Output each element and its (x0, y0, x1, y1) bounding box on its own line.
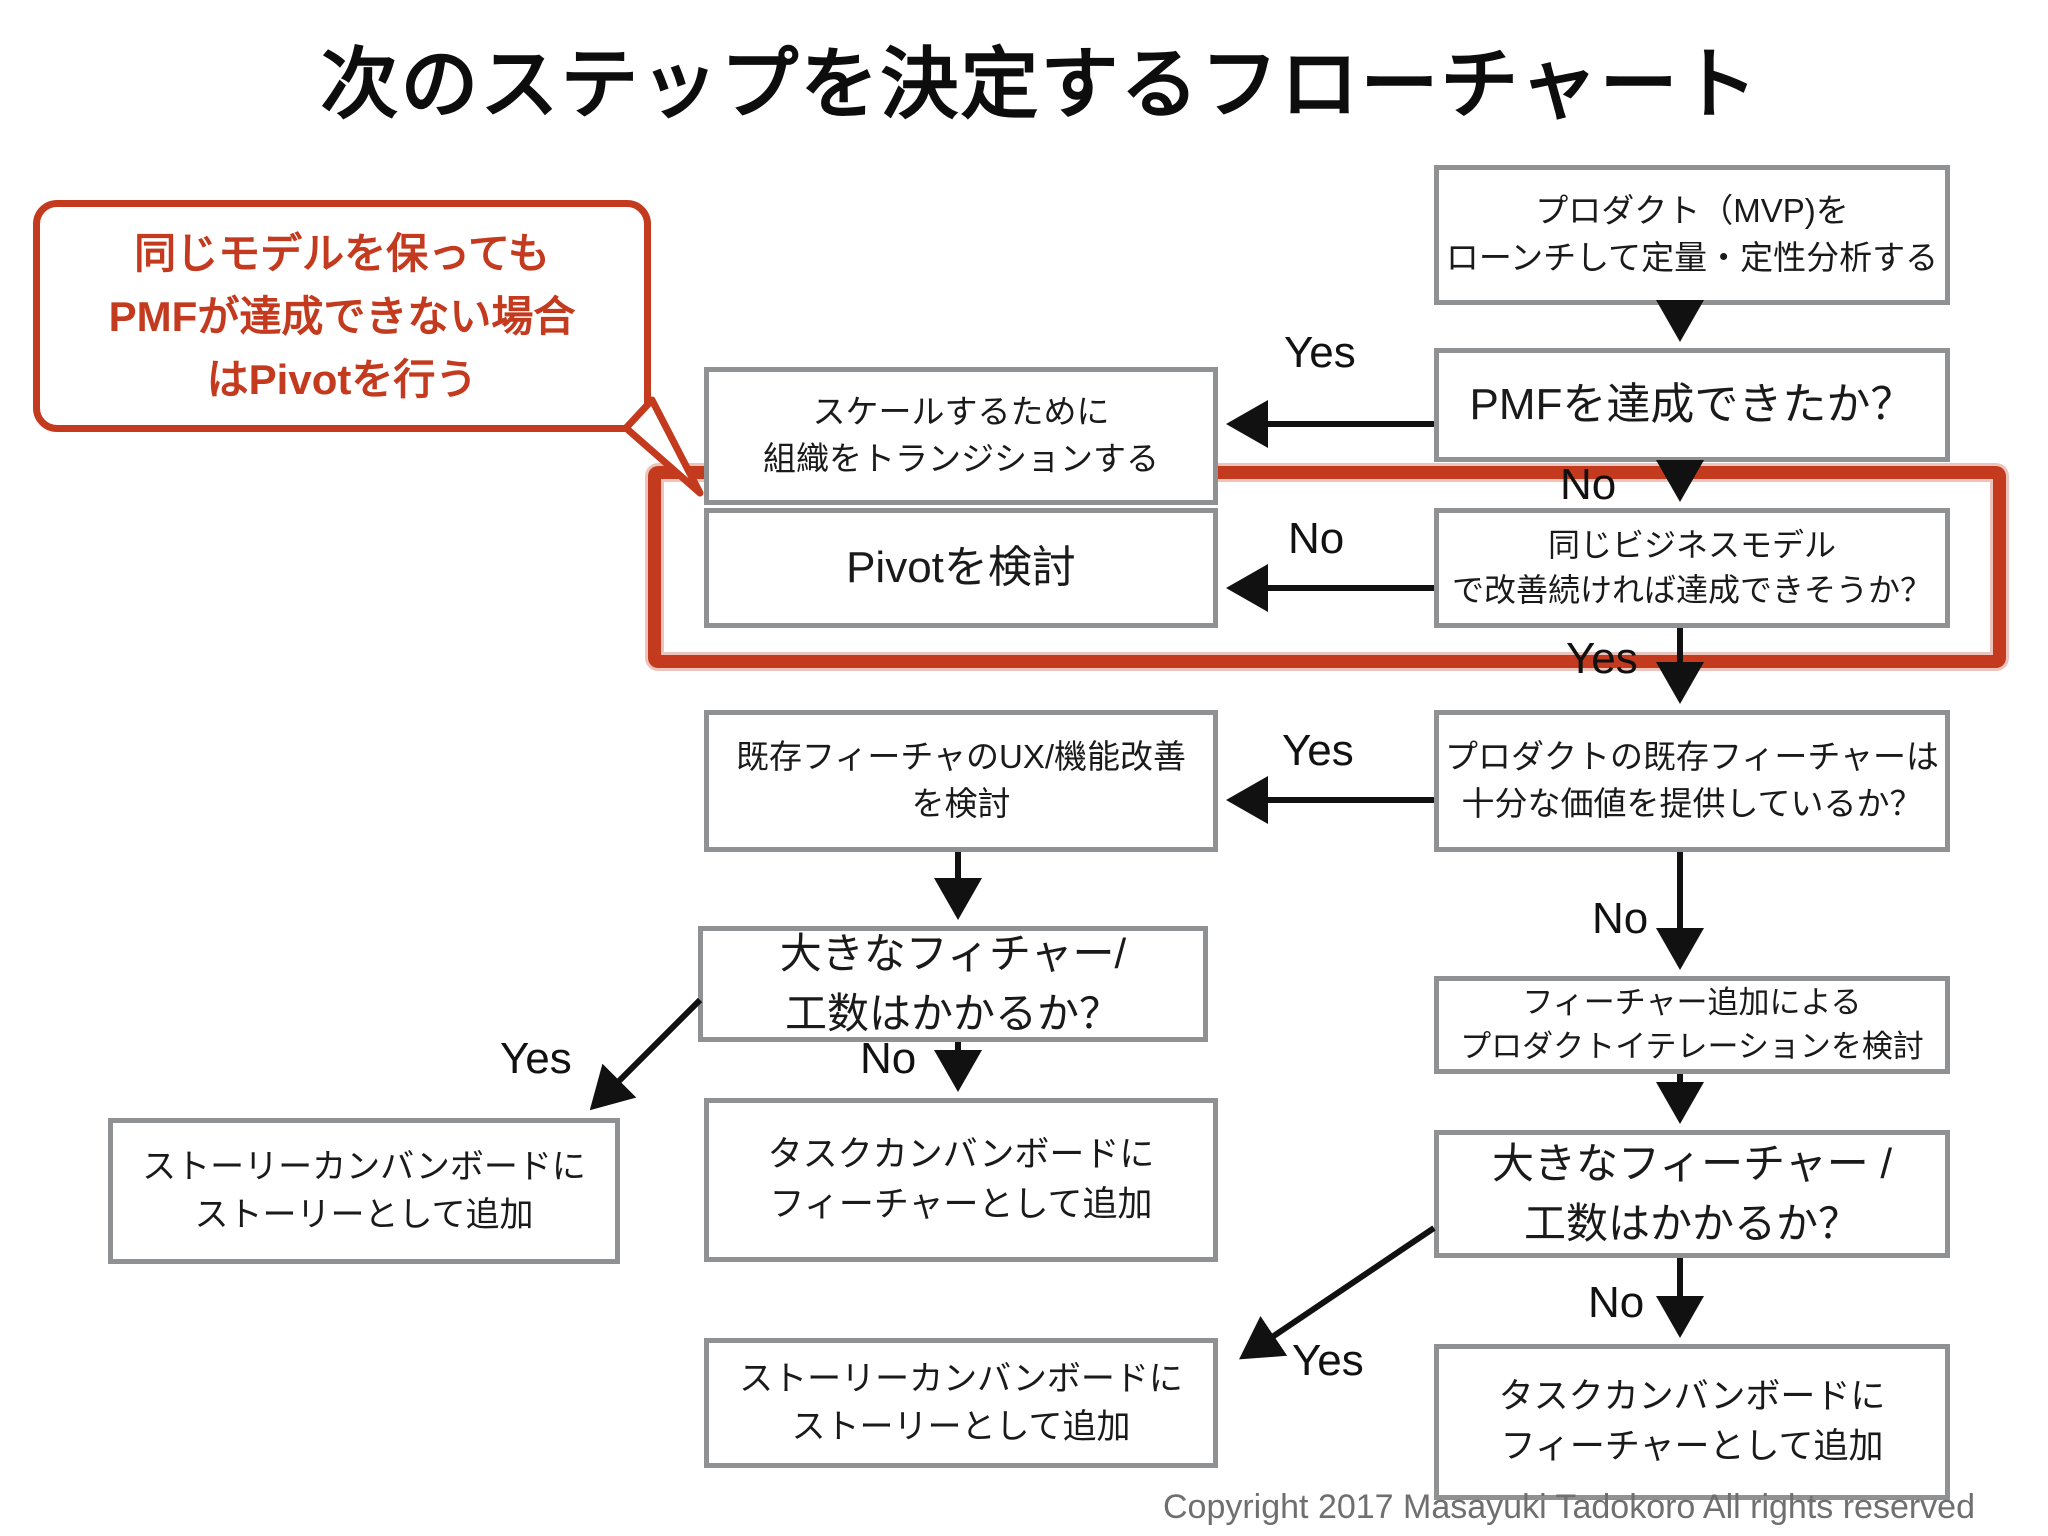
node-task-kanban-mid: タスクカンバンボードに フィーチャーとして追加 (704, 1098, 1218, 1262)
node-ux-improvement: 既存フィーチャのUX/機能改善 を検討 (704, 710, 1218, 852)
node-same-business-model-question: 同じビジネスモデル で改善続ければ達成できそうか？ (1434, 508, 1950, 628)
node-task-kanban-right: タスクカンバンボードに フィーチャーとして追加 (1434, 1344, 1950, 1500)
node-text: 既存フィーチャのUX/機能改善 (735, 738, 1187, 776)
node-text: ストーリーカンバンボードに (739, 1359, 1183, 1398)
node-text: 十分な価値を提供しているか？ (1461, 785, 1923, 822)
callout-line: 同じモデルを保っても (134, 229, 550, 277)
page-title: 次のステップを決定するフローチャート (320, 40, 1760, 128)
label-no-below-pmf: No (1560, 460, 1617, 509)
label-no-below-value: No (1592, 894, 1649, 943)
callout-line: PMFが達成できない場合 (108, 292, 576, 340)
node-text: 工数はかかるか？ (784, 990, 1121, 1037)
label-no-below-big-mid: No (860, 1034, 917, 1083)
node-story-kanban-left: ストーリーカンバンボードに ストーリーとして追加 (108, 1118, 620, 1264)
node-text: PMFを達成できたか？ (1469, 379, 1915, 429)
node-feature-iteration: フィーチャー追加による プロダクトイテレーションを検討 (1434, 976, 1950, 1074)
node-text: プロダクトイテレーションを検討 (1460, 1029, 1924, 1064)
node-consider-pivot: Pivotを検討 (704, 508, 1218, 628)
node-big-feature-question-right: 大きなフィーチャー / 工数はかかるか？ (1434, 1130, 1950, 1258)
arrow-bigmid-to-storyleft (589, 997, 703, 1111)
node-text: 大きなフィーチャー / (1491, 1140, 1893, 1188)
node-text: ストーリーカンバンボードに (142, 1147, 586, 1186)
callout-line: はPivotを行う (206, 355, 478, 403)
label-yes-to-ux: Yes (1282, 726, 1354, 775)
label-yes-to-story-left: Yes (500, 1034, 572, 1083)
label-no-to-pivot: No (1288, 514, 1345, 563)
node-text: で改善続ければ達成できそうか？ (1451, 572, 1932, 608)
node-text: を検討 (911, 785, 1011, 822)
node-text: 組織をトランジションする (763, 440, 1159, 477)
label-yes-to-story-bottom: Yes (1292, 1336, 1364, 1385)
node-text: Pivotを検討 (846, 542, 1076, 592)
node-text: 同じビジネスモデル (1547, 526, 1836, 563)
node-launch-mvp: プロダクト（MVP)を ローンチして定量・定性分析する (1434, 165, 1950, 305)
label-no-below-big-right: No (1588, 1278, 1645, 1327)
node-text: フィーチャーとして追加 (769, 1185, 1153, 1224)
node-text: フィーチャーとして追加 (1500, 1427, 1884, 1466)
node-text: プロダクトの既存フィーチャーは (1444, 738, 1939, 776)
node-existing-feature-value-question: プロダクトの既存フィーチャーは 十分な価値を提供しているか？ (1434, 710, 1950, 852)
pivot-callout: 同じモデルを保っても PMFが達成できない場合 はPivotを行う (33, 200, 651, 432)
node-big-feature-question-mid: 大きなフィチャー/ 工数はかかるか？ (698, 926, 1208, 1042)
node-text: タスクカンバンボードに (1498, 1377, 1886, 1417)
node-story-kanban-bottom: ストーリーカンバンボードに ストーリーとして追加 (704, 1338, 1218, 1468)
node-text: ストーリーとして追加 (791, 1408, 1131, 1446)
label-yes-to-scale: Yes (1284, 328, 1356, 377)
copyright-text: Copyright 2017 Masayuki Tadokoro All rig… (1162, 1488, 1975, 1526)
node-text: 工数はかかるか？ (1523, 1200, 1860, 1247)
node-pmf-question: PMFを達成できたか？ (1434, 348, 1950, 462)
label-yes-below-business: Yes (1566, 634, 1638, 683)
node-text: 大きなフィチャー/ (779, 930, 1127, 978)
node-text: ストーリーとして追加 (194, 1196, 534, 1234)
node-text: ローンチして定量・定性分析する (1445, 239, 1939, 276)
node-text: タスクカンバンボードに (767, 1135, 1155, 1175)
node-scale-transition: スケールするために 組織をトランジションする (704, 367, 1218, 505)
node-text: プロダクト（MVP)を (1535, 192, 1849, 230)
node-text: フィーチャー追加による (1522, 984, 1862, 1020)
node-text: スケールするために (812, 393, 1110, 431)
